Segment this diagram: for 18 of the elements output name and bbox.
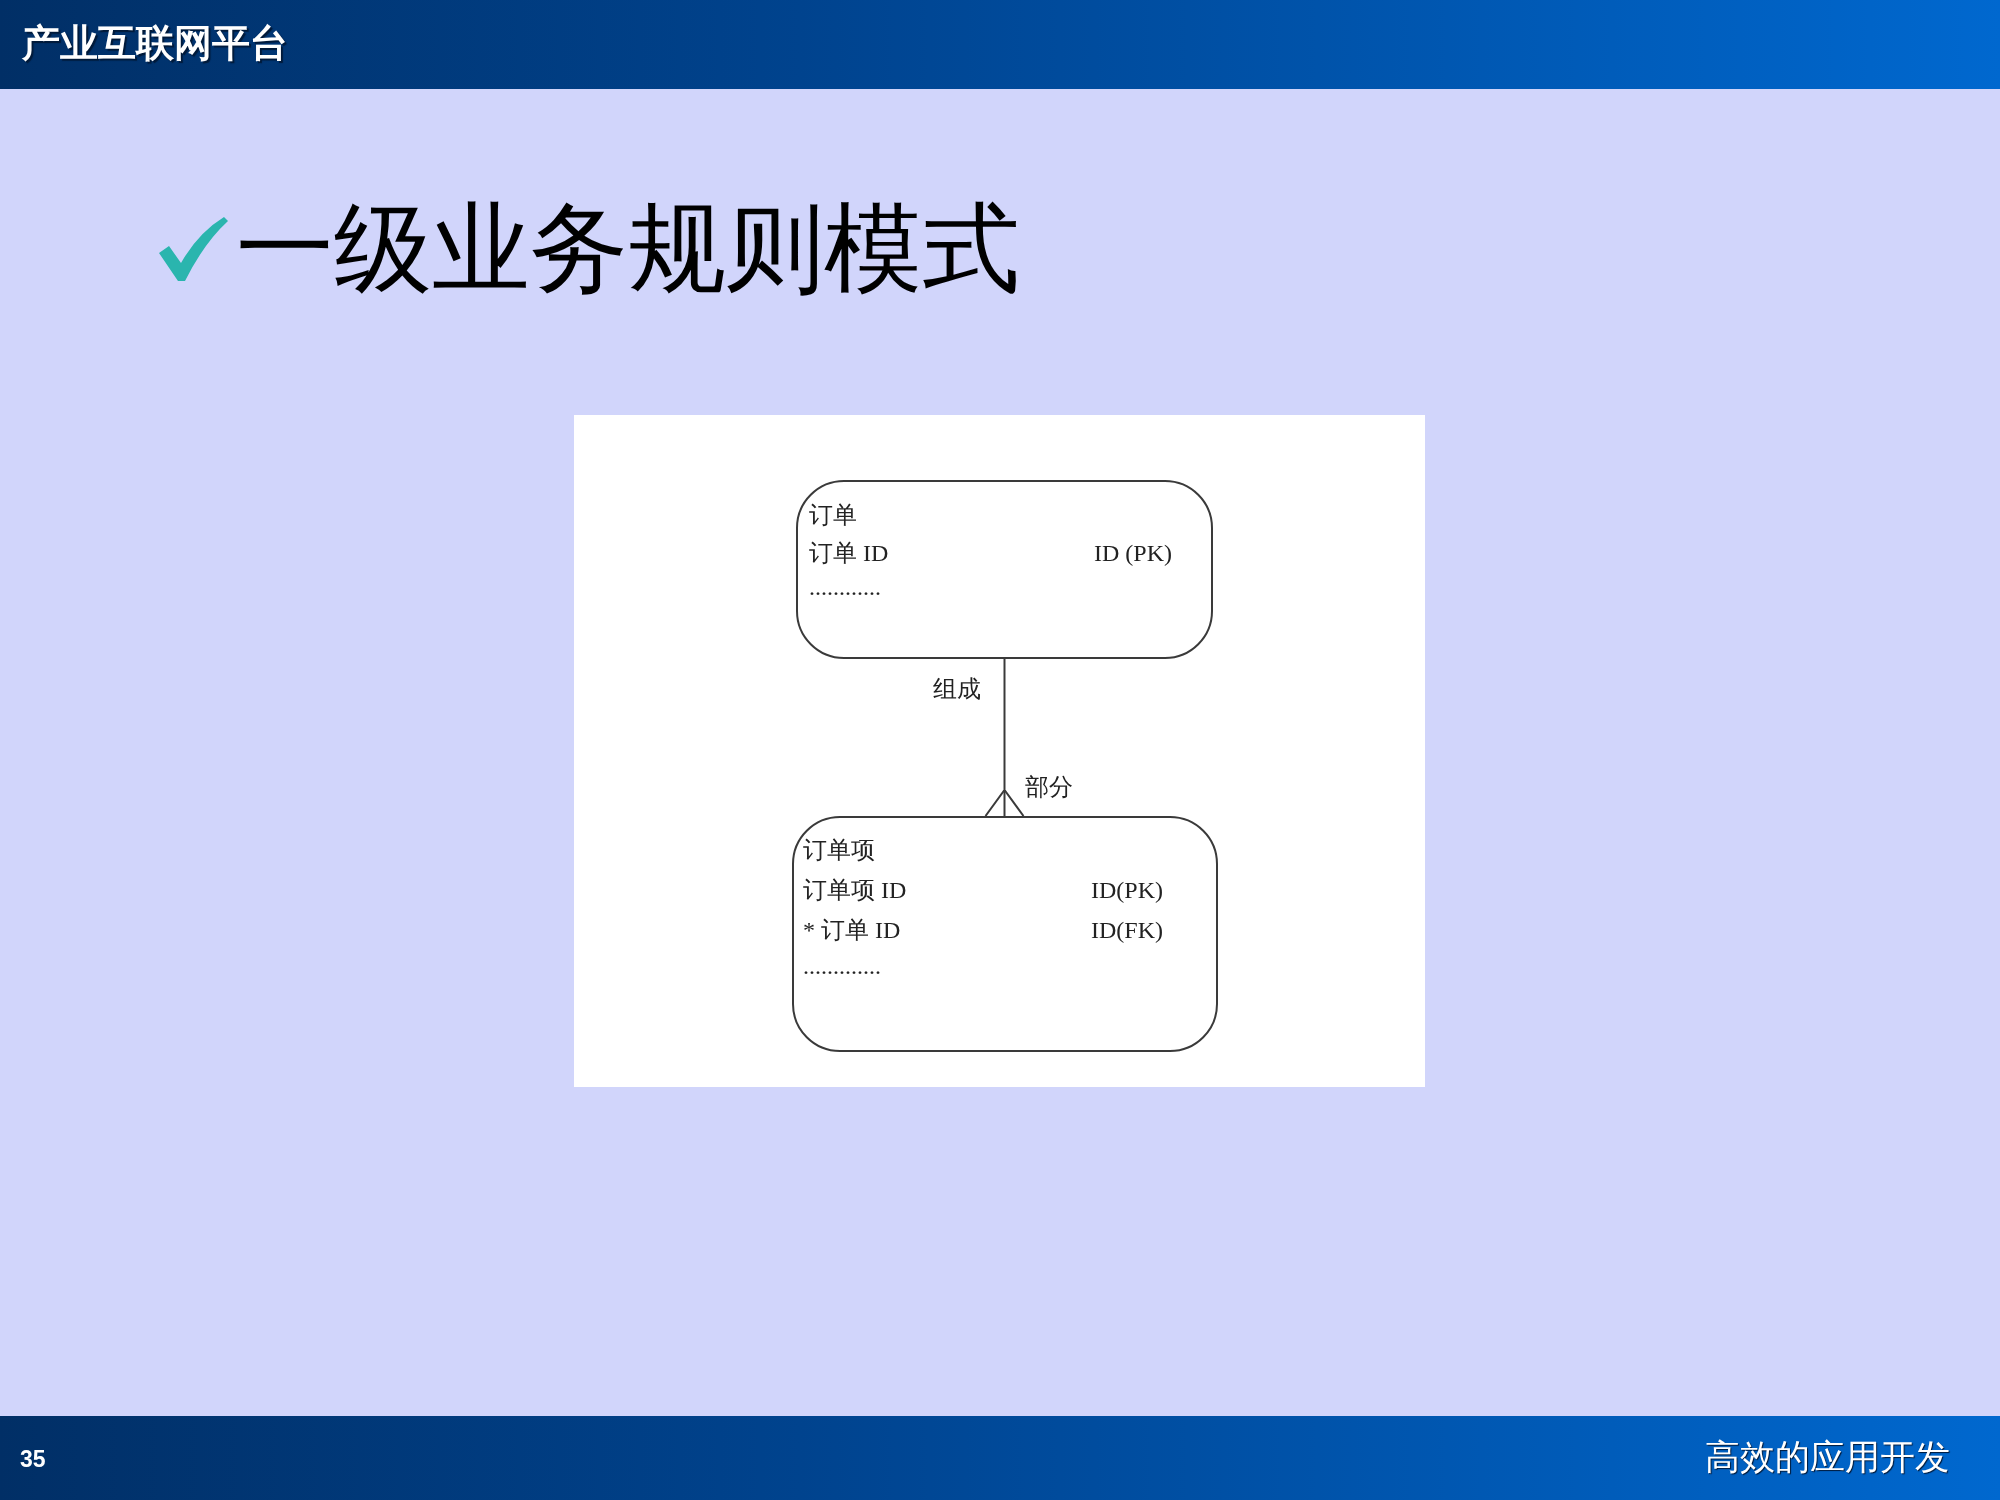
role-label: 部分 — [1025, 774, 1073, 800]
entity-box — [796, 480, 1213, 659]
dotted-ellipsis: ............. — [803, 953, 881, 979]
key-type: ID(PK) — [1091, 877, 1163, 903]
footer-title: 高效的应用开发 — [1705, 1436, 1950, 1478]
relationship-line — [984, 658, 1025, 817]
attribute-name: * 订单 ID — [803, 917, 901, 943]
page-number: 35 — [20, 1446, 46, 1472]
entity-box — [792, 816, 1218, 1052]
slide-title: 一级业务规则模式 — [236, 194, 1020, 305]
attribute-name: 订单项 ID — [803, 877, 907, 903]
header-title: 产业互联网平台 — [22, 21, 288, 66]
entity-name: 订单 — [809, 502, 857, 528]
key-type: ID (PK) — [1094, 540, 1172, 566]
attribute-name: 订单 ID — [809, 540, 889, 566]
key-type: ID(FK) — [1091, 917, 1163, 943]
entity-name: 订单项 — [803, 837, 875, 863]
dotted-ellipsis: ............ — [809, 574, 881, 600]
